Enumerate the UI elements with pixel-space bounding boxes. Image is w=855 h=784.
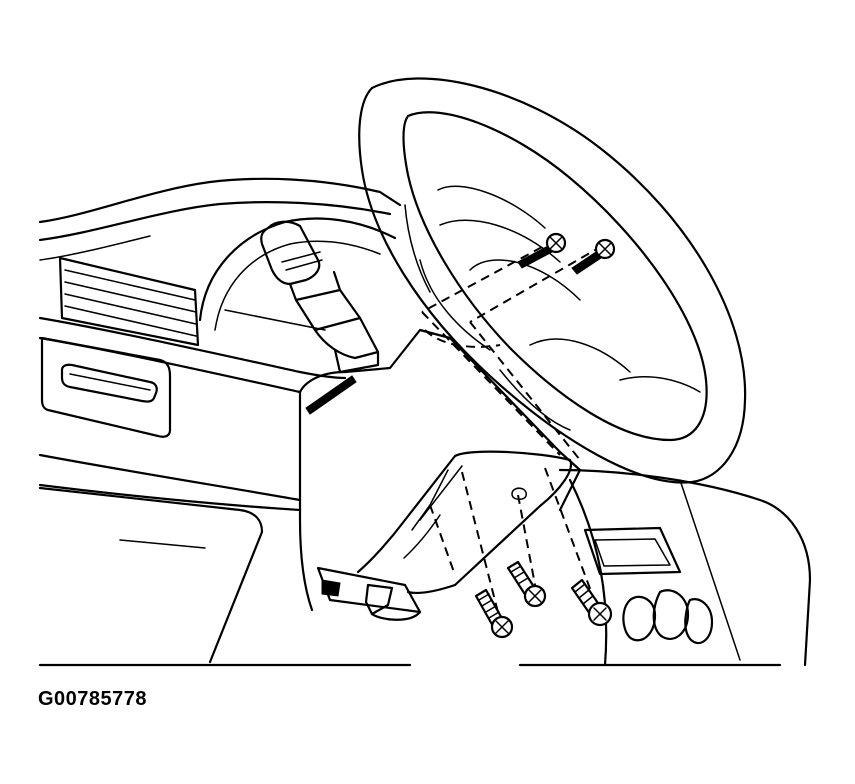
steering-wheel: [358, 77, 747, 484]
glove-box: [38, 486, 264, 664]
air-vent: [58, 256, 200, 347]
upper-screw-left: [517, 232, 567, 269]
lower-screw-1: [474, 588, 514, 639]
figure-id-label: G00785778: [38, 688, 148, 710]
combination-switch-stalk: [260, 220, 380, 415]
lower-screw-2: [506, 560, 547, 608]
tilt-lever: [316, 566, 422, 621]
instrument-cluster-hood: [198, 217, 397, 331]
upper-screw-right: [571, 238, 616, 275]
lower-column-cover: [356, 450, 573, 594]
lower-screw-3: [570, 578, 613, 627]
side-panel: [40, 336, 172, 438]
upper-column-cover: [298, 328, 582, 612]
center-panel: [558, 468, 812, 667]
assembly-guide-lines: [421, 239, 603, 621]
